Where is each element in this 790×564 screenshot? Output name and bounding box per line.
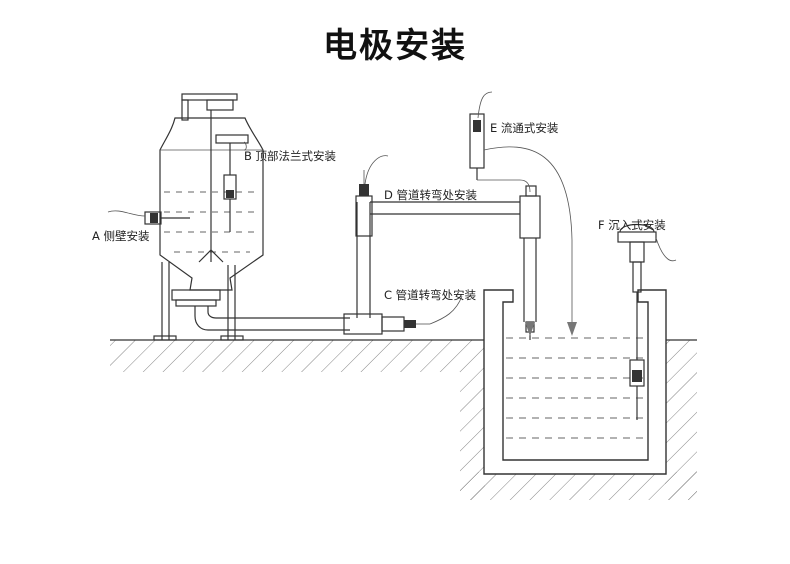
label-f-submersion: F 沉入式安装 [598, 218, 666, 232]
sensor-c [343, 313, 430, 335]
leader-lines [107, 91, 677, 325]
sensor-a [144, 211, 190, 225]
ground [110, 339, 697, 500]
label-a-side-wall: A 侧壁安装 [92, 229, 150, 243]
diagram-title: 电极安装 [323, 26, 467, 66]
sensor-d [355, 170, 373, 237]
sensor-e [469, 113, 577, 336]
tank-water-lines [506, 337, 646, 439]
water-tank [483, 289, 667, 475]
label-d-pipe-bend: D 管道转弯处安装 [384, 188, 478, 202]
label-c-pipe-bend: C 管道转弯处安装 [384, 288, 477, 302]
label-b-top-flange: B 顶部法兰式安装 [244, 149, 337, 163]
label-e-flow-through: E 流通式安装 [490, 121, 559, 135]
sensor-f [617, 223, 657, 420]
sensor-b [215, 134, 249, 232]
reactor-vessel [153, 93, 264, 341]
